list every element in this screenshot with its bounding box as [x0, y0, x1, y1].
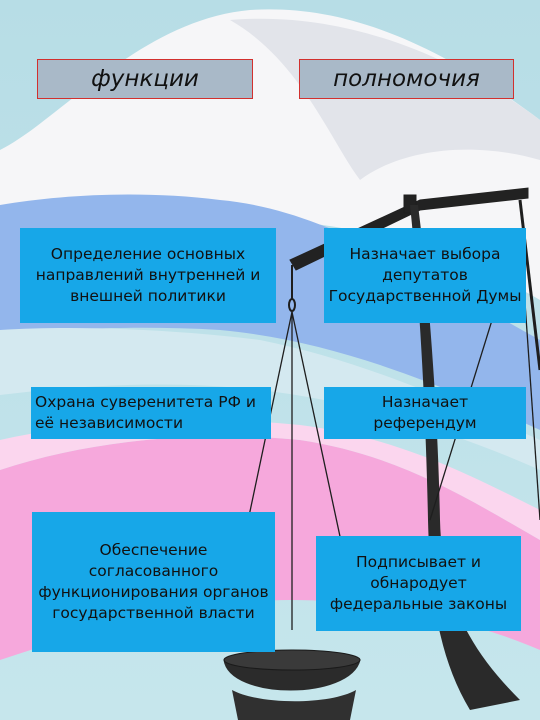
power-item-laws: Подписывает и обнародует федеральные зак…	[316, 536, 521, 631]
header-functions: функции	[37, 59, 253, 99]
power-item-elections: Назначает выбора депутатов Государственн…	[324, 228, 526, 323]
power-item-referendum: Назначает референдум	[324, 387, 526, 439]
function-item-sovereignty: Охрана суверенитета РФ и её независимост…	[31, 387, 271, 439]
function-item-coordination: Обеспечение согласованного функционирова…	[32, 512, 275, 652]
header-powers: полномочия	[299, 59, 514, 99]
function-item-policy: Определение основных направлений внутрен…	[20, 228, 276, 323]
